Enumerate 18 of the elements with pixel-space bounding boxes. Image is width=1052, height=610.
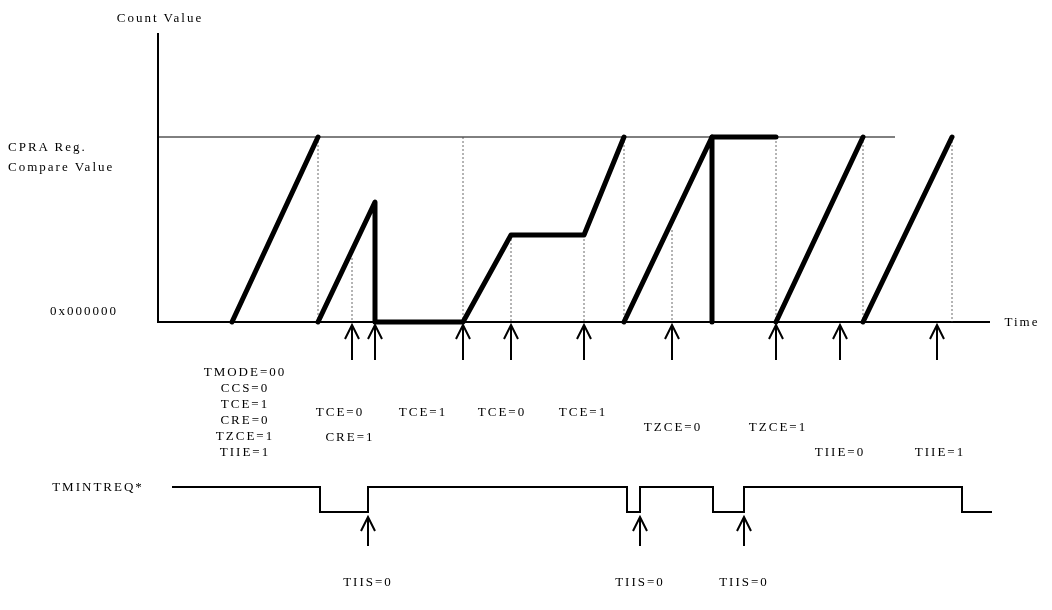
register-setting: TIIS=0 [343,574,393,590]
register-settings: TMODE=00 CCS=0 TCE=1 CRE=0 TZCE=1 TIIE=1 [203,364,287,460]
register-setting: TZCE=0 [643,419,703,435]
register-setting: TCE=1 [398,404,448,420]
register-setting: TIIS=0 [615,574,665,590]
axis-level-label: CPRA Reg. Compare Value [8,138,116,176]
axis-level-label: 0x000000 [50,303,118,319]
register-setting: TCE=1 [558,404,608,420]
axis-title: Count Value [116,10,204,26]
axis-title: Time [1004,314,1040,330]
register-setting: TIIE=0 [814,444,866,460]
register-setting: TZCE=1 [748,419,808,435]
register-setting: TIIS=0 [719,574,769,590]
register-setting: TCE=0 [315,404,365,420]
signal-name: TMINTREQ* [52,479,144,495]
register-setting: TIIE=1 [914,444,966,460]
register-setting: TCE=0 [477,404,527,420]
register-setting: CRE=1 [325,429,375,445]
